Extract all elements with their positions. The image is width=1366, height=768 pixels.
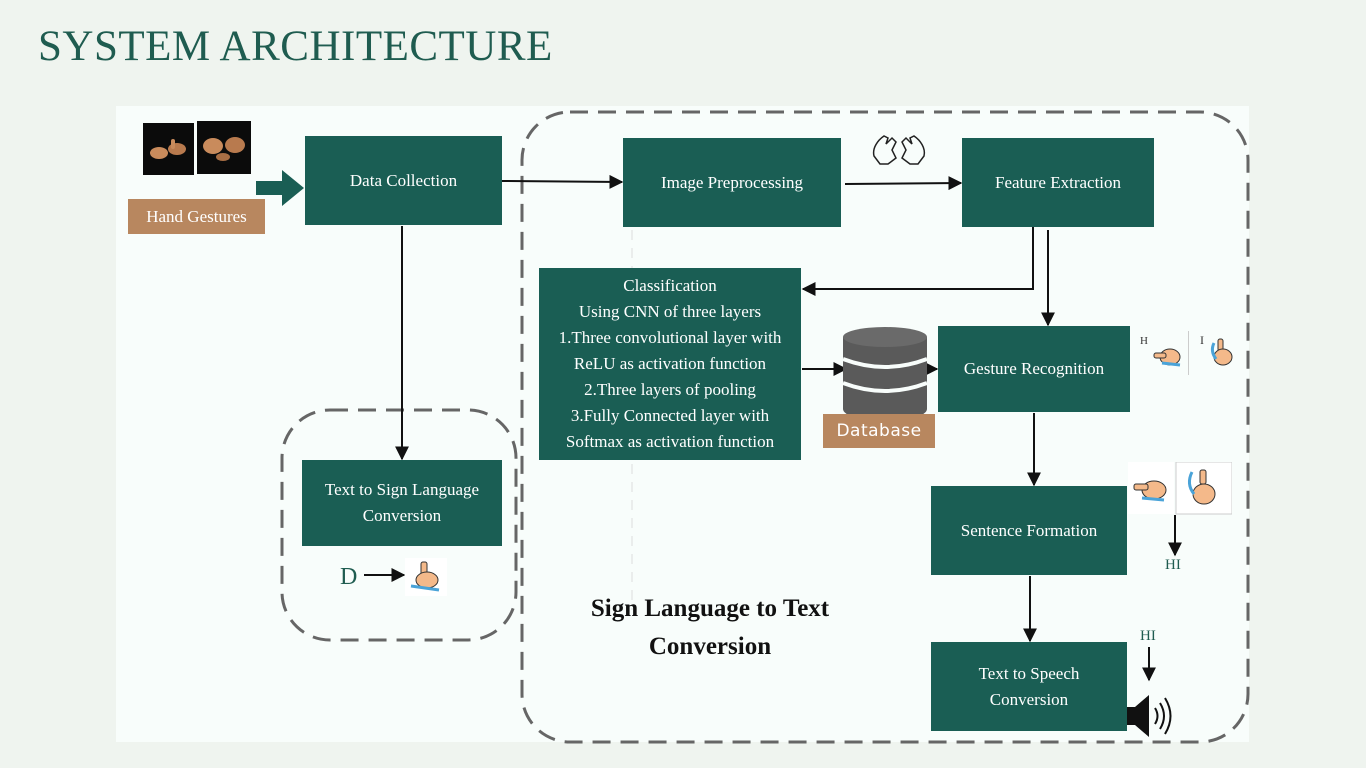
hand-sign-icon [1128,461,1233,515]
feature-extraction-node: Feature Extraction [962,138,1154,227]
letter-d: D [340,564,358,590]
data-collection-node: Data Collection [305,136,502,225]
letter-i: I [1200,333,1204,347]
hand-sign-icon [405,558,447,596]
arrow-preprocessing-to-extraction [844,176,963,191]
text-to-sign-group-border [280,408,518,642]
sentence-formation-node: Sentence Formation [931,486,1127,575]
gesture-recognition-node: Gesture Recognition [938,326,1130,412]
hand-sign-icon [1153,348,1181,367]
hands-outline-icon [868,130,930,175]
classification-line: Classification [623,276,717,295]
classification-line: 2.Three layers of pooling [584,380,756,399]
sign-to-text-group-label: Sign Language to Text Conversion [555,590,865,666]
page-title: SYSTEM ARCHITECTURE [38,23,553,70]
classification-line: 1.Three convolutional layer with [558,328,782,347]
group-label-line: Sign Language to Text [590,595,830,622]
hand-sign-icon [1210,338,1233,366]
classification-node: Classification Using CNN of three layers… [539,268,801,460]
text-to-sign-line: Text to Sign Language [324,480,480,499]
hand-photo-icon [143,121,253,180]
letter-h: H [1140,335,1148,347]
classification-line: ReLU as activation function [573,354,767,373]
group-label-line: Conversion [648,633,772,660]
image-preprocessing-node: Image Preprocessing [623,138,841,227]
text-to-sign-node: Text to Sign Language Conversion [302,460,502,546]
text-to-sign-line: Conversion [362,506,442,525]
hand-gestures-label: Hand Gestures [128,199,265,234]
text-to-speech-line: Text to Speech [978,663,1080,683]
arrow-collection-to-preprocessing [501,174,624,189]
i-sign-card: I [1194,331,1242,377]
text-to-speech-line: Conversion [989,689,1069,709]
sentence-sign-cards [1128,461,1233,516]
database-label: Database [823,414,935,448]
input-arrow [256,170,304,206]
sentence-output-text: HI [1165,557,1181,573]
text-to-speech-node: Text to Speech Conversion [931,642,1127,731]
speaker-icon [1127,693,1177,744]
classification-line: Softmax as activation function [565,432,775,451]
d-sign-card [405,558,447,601]
h-sign-card: H [1136,331,1189,375]
speech-input-text: HI [1140,628,1156,644]
classification-line: 3.Fully Connected layer with [570,406,770,425]
classification-line: Using CNN of three layers [578,302,762,321]
arrow-extraction-to-classification [801,227,1034,296]
database-icon [842,327,928,428]
sign-to-text-group-border [520,110,1250,744]
